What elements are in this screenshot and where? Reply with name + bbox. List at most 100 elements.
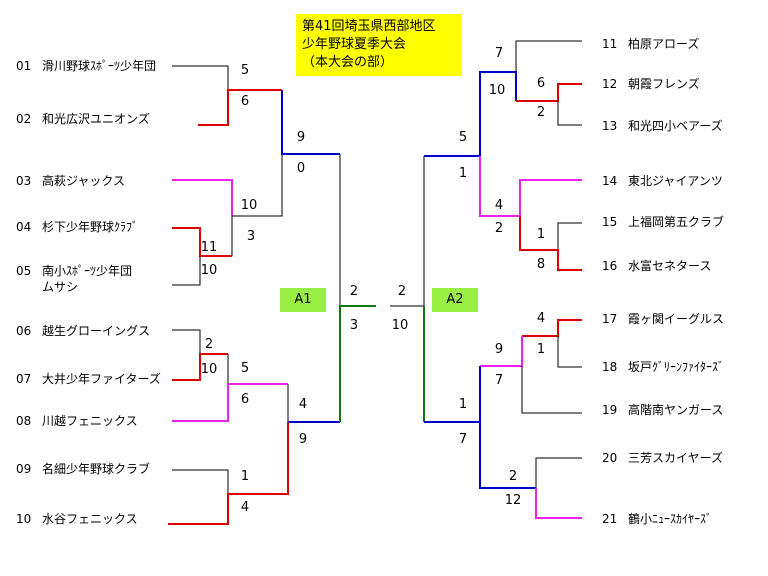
team-entry: 21 鶴小ﾆｭｰｽｶｲﾔｰｽﾞ bbox=[602, 512, 712, 526]
bracket-line bbox=[479, 422, 536, 489]
team-entry: 10 水谷フェニックス bbox=[16, 512, 138, 526]
title-line-1: 第41回埼玉県西部地区 bbox=[302, 19, 436, 34]
bracket-line bbox=[172, 227, 232, 257]
match-score: 10 bbox=[200, 362, 218, 377]
team-name: 水富セネタース bbox=[628, 259, 712, 273]
team-name: 三芳スカイヤーズ bbox=[628, 451, 724, 465]
team-name: 名細少年野球クラブ bbox=[42, 462, 151, 476]
match-score: 1 bbox=[458, 166, 468, 181]
team-number: 03 bbox=[16, 174, 32, 188]
bracket-line bbox=[232, 154, 283, 217]
team-number: 13 bbox=[602, 119, 618, 133]
team-entry: 20 三芳スカイヤーズ bbox=[602, 451, 723, 465]
team-name: 坂戸ｸﾞﾘｰﾝﾌｧｲﾀｰｽﾞ bbox=[628, 360, 725, 374]
bracket-line bbox=[519, 216, 582, 271]
team-name: 和光四小ベアーズ bbox=[628, 119, 723, 133]
team-entry: 17 霞ヶ関イーグルス bbox=[602, 312, 724, 326]
match-score: 3 bbox=[349, 318, 359, 333]
team-name-sub: ムサシ bbox=[42, 280, 79, 294]
team-number: 10 bbox=[16, 512, 32, 526]
match-score: 8 bbox=[536, 257, 546, 272]
match-score: 12 bbox=[504, 493, 522, 508]
match-score: 10 bbox=[488, 83, 506, 98]
bracket-line bbox=[172, 329, 201, 354]
team-entry: 16 水富セネタース bbox=[602, 259, 711, 273]
tournament-title: 第41回埼玉県西部地区 少年野球夏季大会 （本大会の部） bbox=[296, 14, 462, 76]
match-score: 2 bbox=[494, 221, 504, 236]
team-name: 高階南ヤンガース bbox=[628, 403, 724, 417]
team-name: 川越フェニックス bbox=[42, 414, 138, 428]
match-score: 3 bbox=[246, 229, 256, 244]
team-number: 12 bbox=[602, 77, 618, 91]
bracket-line bbox=[557, 101, 582, 126]
team-number: 21 bbox=[602, 512, 618, 526]
title-line-3: （本大会の部） bbox=[302, 55, 394, 70]
team-name: 鶴小ﾆｭｰｽｶｲﾔｰｽﾞ bbox=[628, 512, 713, 526]
team-name: 和光広沢ユニオンズ bbox=[42, 112, 150, 126]
match-score: 1 bbox=[458, 397, 468, 412]
team-name: 上福岡第五クラブ bbox=[628, 215, 725, 229]
match-score: 2 bbox=[536, 105, 546, 120]
team-name: 東北ジャイアンツ bbox=[628, 174, 723, 188]
team-number: 09 bbox=[16, 462, 32, 476]
match-score: 10 bbox=[240, 198, 258, 213]
match-score: 2 bbox=[508, 469, 518, 484]
match-score: 10 bbox=[391, 318, 409, 333]
match-score: 11 bbox=[200, 240, 218, 255]
match-score: 4 bbox=[298, 397, 308, 412]
match-score: 7 bbox=[494, 373, 504, 388]
match-score: 5 bbox=[240, 361, 250, 376]
match-score: 1 bbox=[240, 469, 250, 484]
team-number: 11 bbox=[602, 37, 618, 51]
match-score: 5 bbox=[240, 63, 250, 78]
match-score: 4 bbox=[494, 198, 504, 213]
match-score: 6 bbox=[536, 76, 546, 91]
bracket-line bbox=[172, 384, 229, 422]
bracket-line bbox=[557, 222, 582, 250]
bracket-line bbox=[557, 336, 582, 368]
team-number: 14 bbox=[602, 174, 618, 188]
team-number: 17 bbox=[602, 312, 618, 326]
match-score: 0 bbox=[296, 161, 306, 176]
team-entry: 12 朝霞フレンズ bbox=[602, 77, 700, 91]
team-name: 大井少年ファイターズ bbox=[42, 372, 161, 386]
team-number: 15 bbox=[602, 215, 618, 229]
match-score: 9 bbox=[298, 432, 308, 447]
team-name: 水谷フェニックス bbox=[42, 512, 138, 526]
team-number: 04 bbox=[16, 220, 32, 234]
match-score: 1 bbox=[536, 342, 546, 357]
team-number: 16 bbox=[602, 259, 618, 273]
team-name: 朝霞フレンズ bbox=[628, 77, 700, 91]
match-score: 1 bbox=[536, 227, 546, 242]
bracket-line bbox=[339, 305, 376, 422]
bracket-line bbox=[424, 71, 517, 157]
match-score: 2 bbox=[397, 284, 407, 299]
team-name: 霞ヶ関イーグルス bbox=[628, 312, 725, 326]
team-name: 柏原アローズ bbox=[628, 37, 700, 51]
team-number: 20 bbox=[602, 451, 618, 465]
match-score: 4 bbox=[536, 311, 546, 326]
bracket-line bbox=[198, 89, 282, 126]
bracket-line bbox=[535, 457, 582, 488]
pool-label-a2: A2 bbox=[432, 288, 478, 312]
team-entry: 14 東北ジャイアンツ bbox=[602, 174, 723, 188]
bracket-line bbox=[515, 40, 582, 72]
match-score: 2 bbox=[204, 337, 214, 352]
team-name: 越生グローイングス bbox=[42, 324, 151, 338]
match-score: 10 bbox=[200, 263, 218, 278]
match-score: 9 bbox=[494, 342, 504, 357]
bracket-line bbox=[424, 366, 481, 423]
team-number: 07 bbox=[16, 372, 32, 386]
match-score: 6 bbox=[240, 392, 250, 407]
match-score: 9 bbox=[296, 130, 306, 145]
match-score: 5 bbox=[458, 130, 468, 145]
team-entry: 11 柏原アローズ bbox=[602, 37, 699, 51]
